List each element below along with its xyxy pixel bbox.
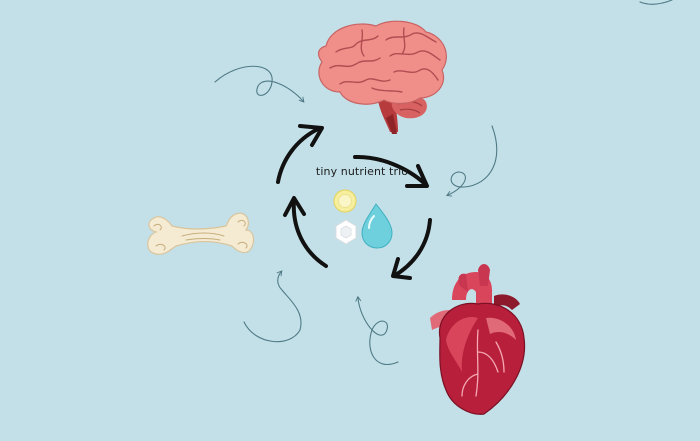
heart-icon bbox=[430, 264, 526, 415]
doodle-arrow-bottom bbox=[355, 295, 399, 365]
brain-icon bbox=[317, 20, 447, 134]
cycle-arrow-top-left-head bbox=[298, 124, 324, 147]
cycle-arrows bbox=[276, 124, 432, 280]
heart-body bbox=[438, 302, 526, 415]
brain-cerebrum bbox=[317, 20, 447, 105]
nutrient-trio bbox=[333, 189, 393, 249]
doodle-arrow-top-corner bbox=[639, 0, 673, 5]
doodle-arrow-right bbox=[445, 125, 498, 197]
center-label: tiny nutrient trio bbox=[315, 165, 409, 178]
doodle-arrow-bottom-left bbox=[243, 270, 302, 343]
cycle-arrow-top-right bbox=[353, 154, 427, 186]
doodle-arrow-top-left bbox=[214, 65, 305, 103]
water-drop-icon bbox=[361, 203, 393, 249]
cycle-arrow-top-right-head bbox=[405, 164, 429, 188]
cycle-arrow-bottom-left bbox=[291, 198, 328, 268]
cycle-arrow-bottom-right-head bbox=[391, 257, 412, 280]
white-hexagon-nutrient-icon bbox=[335, 219, 357, 245]
doodle-arrows bbox=[214, 0, 673, 365]
cycle-arrow-bottom-left-head bbox=[283, 196, 306, 217]
cycle-arrow-bottom-right bbox=[392, 218, 432, 278]
cycle-arrow-top-left bbox=[276, 127, 320, 184]
heart-vessel-right bbox=[494, 294, 520, 310]
yellow-nutrient-icon bbox=[333, 189, 357, 213]
bone-icon bbox=[147, 212, 255, 255]
